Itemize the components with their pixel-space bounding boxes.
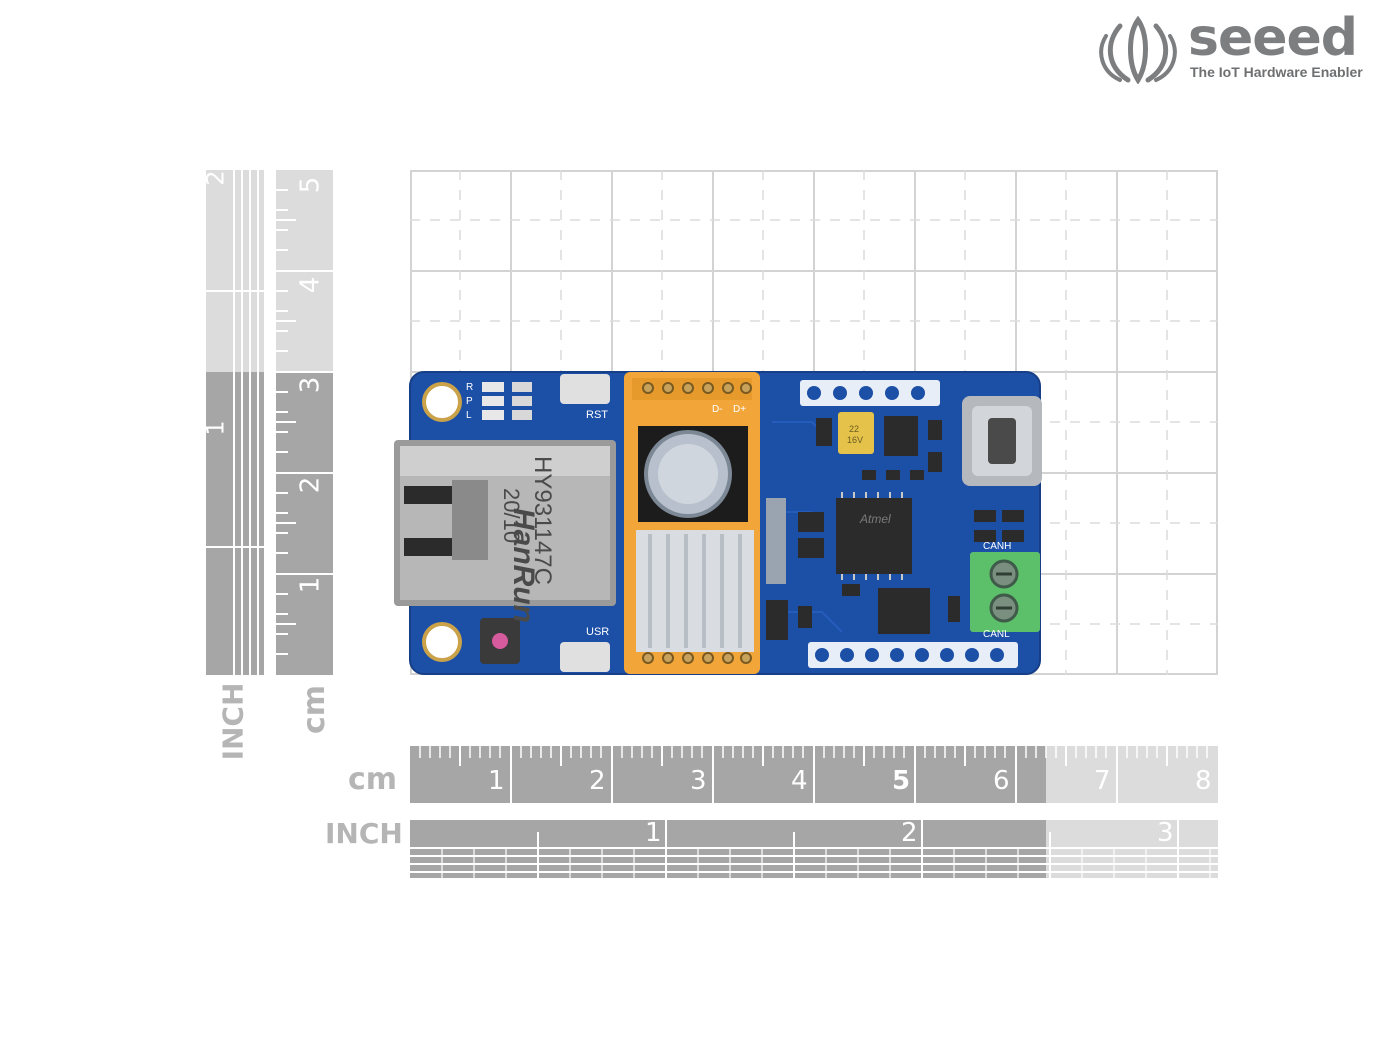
- canh-label: CANH: [983, 541, 1012, 552]
- horizontal-cm-tick-6: 6: [993, 766, 1010, 796]
- logo-studio-text: studio: [1342, 18, 1356, 51]
- vertical-inch-ruler: 2 1: [202, 170, 264, 675]
- vertical-inch-tick-1: 1: [201, 420, 230, 436]
- can-transceiver-chip: [878, 588, 930, 634]
- seeed-studio-logo: seeed studio The IoT Hardware Enabler: [1098, 8, 1388, 86]
- mcu-chip: [836, 498, 912, 574]
- horizontal-cm-tick-8: 8: [1195, 766, 1212, 796]
- mcu-label: Atmel: [860, 512, 891, 526]
- led-label-r: R: [466, 382, 474, 393]
- jack-date-text: 20/10: [499, 488, 524, 544]
- horizontal-inch-tick-2: 2: [901, 818, 918, 848]
- vertical-cm-ruler: 5 4 3 2 1: [276, 170, 333, 675]
- horizontal-cm-label: cm: [348, 762, 398, 797]
- rst-button-body: [560, 374, 610, 404]
- horizontal-cm-tick-1: 1: [488, 766, 505, 796]
- horizontal-cm-tick-5: 5: [892, 766, 911, 796]
- vertical-cm-tick-1: 1: [295, 576, 326, 594]
- horizontal-cm-ruler: 1 2 3 4 5 6 7 8: [410, 746, 1218, 803]
- logo-tagline: The IoT Hardware Enabler: [1190, 64, 1363, 80]
- top-header-pins: [800, 380, 940, 406]
- pcb-board: [394, 371, 1042, 675]
- usr-button-body: [560, 642, 610, 672]
- vertical-cm-label: cm: [297, 684, 333, 735]
- canl-label: CANL: [983, 629, 1010, 640]
- pin-label-dplus: D+: [733, 404, 747, 415]
- seeed-leaf-icon: [1099, 16, 1177, 84]
- horizontal-inch-tick-1: 1: [645, 818, 662, 848]
- cap-value-label: 22: [849, 424, 860, 434]
- led-label-l: L: [466, 410, 472, 421]
- vertical-inch-label: INCH: [216, 682, 250, 761]
- vertical-cm-tick-2: 2: [295, 476, 326, 494]
- led-label-p: P: [466, 396, 473, 407]
- horizontal-inch-tick-3: 3: [1157, 818, 1174, 848]
- jack-model-text: HY931147C: [529, 456, 556, 585]
- status-leds: [482, 382, 532, 420]
- vertical-cm-tick-3: 3: [295, 376, 326, 394]
- power-module: [624, 372, 760, 674]
- horizontal-inch-label: INCH: [325, 817, 403, 850]
- cap-voltage-label: 16V: [847, 435, 864, 445]
- logo-wordmark: seeed: [1188, 8, 1358, 68]
- horizontal-cm-tick-3: 3: [690, 766, 707, 796]
- bottom-header-pins: [808, 642, 1018, 668]
- vertical-cm-tick-5: 5: [295, 176, 326, 194]
- vertical-cm-tick-4: 4: [295, 276, 326, 294]
- pin-label-dminus: D-: [712, 404, 723, 415]
- horizontal-cm-tick-2: 2: [589, 766, 606, 796]
- horizontal-cm-tick-7: 7: [1094, 766, 1111, 796]
- rst-label: RST: [586, 409, 608, 421]
- vertical-inch-tick-2: 2: [201, 170, 230, 186]
- horizontal-cm-tick-4: 4: [791, 766, 808, 796]
- can-terminal-block: [970, 552, 1040, 632]
- rj45-ethernet-jack: [394, 440, 616, 606]
- tantalum-capacitor: [838, 412, 874, 454]
- usr-label: USR: [586, 626, 610, 638]
- horizontal-inch-ruler: 1 2 3: [410, 818, 1218, 878]
